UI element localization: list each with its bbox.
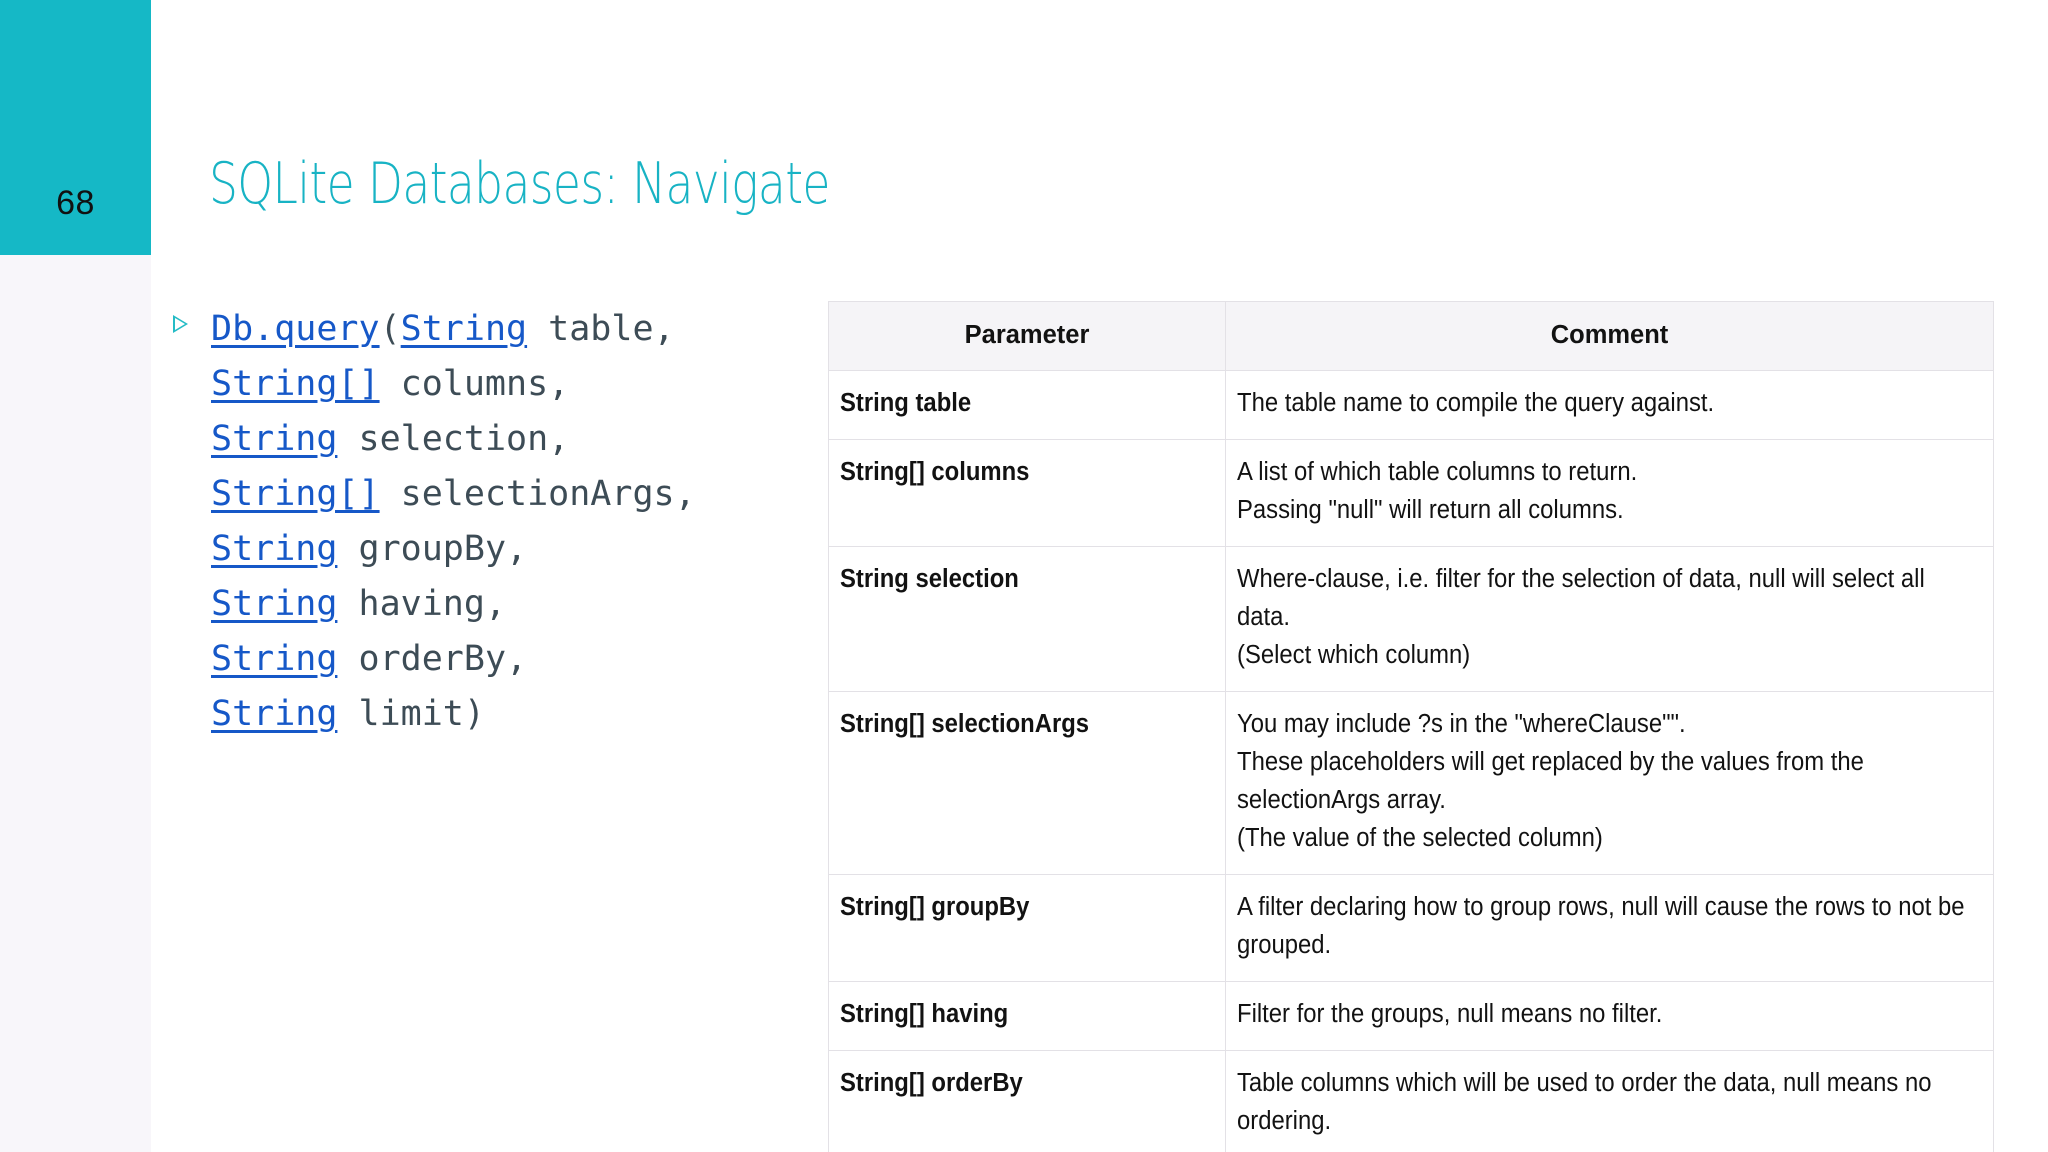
parameter-table: Parameter Comment String table The table … [828, 301, 1994, 1152]
comment-line: (The value of the selected column) [1237, 824, 1603, 852]
table-row: String[] selectionArgs You may include ?s… [828, 691, 1994, 875]
column-header-parameter: Parameter [828, 301, 1226, 371]
comment-cell: Filter for the groups, null means no fil… [1225, 981, 1994, 1051]
comment-line: Where-clause, i.e. filter for the select… [1237, 565, 1925, 631]
comment-line: Passing "null" will return all columns. [1237, 496, 1624, 524]
left-rail: 68 [0, 0, 151, 1152]
parameter-cell: String[] groupBy [828, 874, 1226, 982]
comment-cell: Where-clause, i.e. filter for the select… [1225, 546, 1994, 692]
code-line: String selection, [211, 412, 821, 467]
code-text: ( [379, 309, 401, 349]
triangle-right-icon [173, 315, 188, 333]
code-text: table, [527, 309, 675, 349]
page-number-block [0, 0, 151, 255]
comment-line: A list of which table columns to return. [1237, 458, 1638, 486]
code-link[interactable]: String [211, 694, 338, 734]
comment-line: Filter for the groups, null means no fil… [1237, 1000, 1663, 1028]
code-link[interactable]: String[] [211, 364, 380, 404]
parameter-cell: String selection [828, 546, 1226, 692]
code-line: String groupBy, [211, 522, 821, 577]
comment-line: (Select which column) [1237, 641, 1471, 669]
code-text: selectionArgs, [379, 474, 696, 514]
comment-cell: Table columns which will be used to orde… [1225, 1050, 1994, 1152]
code-link[interactable]: Db.query [211, 309, 380, 349]
parameter-cell: String[] orderBy [828, 1050, 1226, 1152]
comment-cell: You may include ?s in the "whereClause""… [1225, 691, 1994, 875]
code-link[interactable]: String[] [211, 474, 380, 514]
code-line: String having, [211, 577, 821, 632]
code-text: having, [337, 584, 507, 624]
column-header-comment: Comment [1225, 301, 1994, 371]
comment-line: A filter declaring how to group rows, nu… [1237, 893, 1965, 959]
parameter-cell: String[] selectionArgs [828, 691, 1226, 875]
parameter-cell: String table [828, 370, 1226, 440]
comment-line: The table name to compile the query agai… [1237, 389, 1715, 417]
page-title: SQLite Databases: Navigate [209, 151, 830, 217]
code-line: Db.query(String table, [173, 302, 821, 357]
comment-cell: A list of which table columns to return.… [1225, 439, 1994, 547]
comment-line: You may include ?s in the "whereClause""… [1237, 710, 1686, 738]
comment-cell: A filter declaring how to group rows, nu… [1225, 874, 1994, 982]
code-line: String[] selectionArgs, [211, 467, 821, 522]
code-link[interactable]: String [211, 584, 338, 624]
code-text: orderBy, [337, 639, 528, 679]
table-head: Parameter Comment [828, 301, 1994, 371]
code-link[interactable]: String [400, 309, 528, 349]
code-line: String orderBy, [211, 632, 821, 687]
parameter-cell: String[] having [828, 981, 1226, 1051]
code-text: groupBy, [337, 529, 528, 569]
code-line: String limit) [211, 687, 821, 742]
code-text: selection, [337, 419, 570, 459]
code-signature-block: Db.query(String table,String[] columns,S… [173, 302, 821, 742]
table-row: String table The table name to compile th… [828, 370, 1994, 440]
table-header-row: Parameter Comment [828, 301, 1994, 371]
comment-line: Table columns which will be used to orde… [1237, 1069, 1932, 1135]
table-body: String table The table name to compile th… [828, 370, 1994, 1152]
code-line: String[] columns, [211, 357, 821, 412]
table-row: String[] having Filter for the groups, nu… [828, 981, 1994, 1051]
parameter-cell: String[] columns [828, 439, 1226, 547]
code-text: limit) [337, 694, 485, 734]
comment-line: These placeholders will get replaced by … [1237, 748, 1864, 814]
code-text: columns, [379, 364, 570, 404]
comment-cell: The table name to compile the query agai… [1225, 370, 1994, 440]
code-link[interactable]: String [211, 529, 338, 569]
page-number: 68 [56, 184, 95, 222]
code-link[interactable]: String [211, 639, 338, 679]
code-link[interactable]: String [211, 419, 338, 459]
